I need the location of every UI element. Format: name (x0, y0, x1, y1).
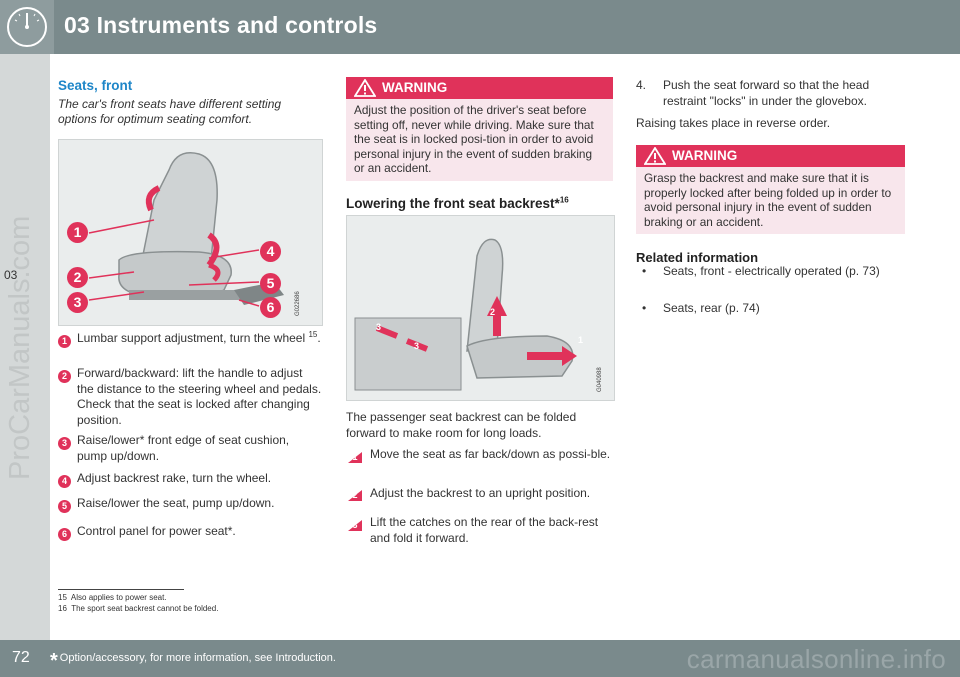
related-info-heading: Related information (636, 250, 759, 265)
step-item: Adjust the backrest to an upright positi… (370, 486, 591, 500)
warning-header-2: WARNING (636, 145, 905, 167)
section-heading-seats-front: Seats, front (58, 78, 133, 93)
footer-note: *Option/accessory, for more information,… (50, 650, 336, 672)
figure-callout-4: 4 (260, 241, 281, 262)
side-watermark: ProCarManuals.com (4, 215, 36, 480)
figure-code: G022686 (295, 291, 301, 316)
figure-callout-3: 3 (67, 292, 88, 313)
item-marker-6: 6 (58, 528, 71, 541)
footer-watermark: carmanualsonline.info (686, 644, 946, 674)
item-marker-1: 1 (58, 335, 71, 348)
item-marker-4: 4 (58, 475, 71, 488)
related-link-seats-front-electric[interactable]: Seats, front - electrically operated (p.… (663, 264, 880, 278)
lead-text: The car's front seats have different set… (58, 97, 282, 126)
figure-callout-1: 1 (577, 335, 583, 345)
list-item: Adjust backrest rake, turn the wheel. (77, 471, 272, 485)
gauge-icon-box (0, 0, 54, 54)
figure-callout-6: 6 (260, 297, 281, 318)
warning-triangle-icon (354, 79, 376, 97)
front-seat-figure: 1 2 3 4 5 6 G022686 (58, 139, 323, 326)
figure-code: G040988 (597, 367, 603, 392)
raising-paragraph: Raising takes place in reverse order. (636, 116, 831, 130)
warning-header-1: WARNING (346, 77, 613, 99)
list-item: Forward/backward: lift the handle to adj… (77, 366, 322, 427)
figure-callout-3b: 3 (413, 341, 419, 351)
item-marker-3: 3 (58, 437, 71, 450)
item-marker-5: 5 (58, 500, 71, 513)
item-marker-2: 2 (58, 370, 71, 383)
backrest-fold-figure: 2 1 3 3 G040988 (346, 215, 615, 401)
related-link-seats-rear[interactable]: Seats, rear (p. 74) (663, 301, 760, 315)
chapter-number: 03 (4, 268, 18, 282)
warning-label: WARNING (672, 148, 738, 163)
page-footer: 72 *Option/accessory, for more informati… (0, 640, 960, 677)
step-marker-1: 1 (348, 452, 362, 463)
gauge-icon (7, 7, 47, 47)
step-4-text: Push the seat forward so that the head r… (663, 78, 870, 108)
page-number: 72 (12, 649, 30, 666)
figure-callout-2: 2 (489, 307, 495, 317)
figure-callout-1: 1 (67, 222, 88, 243)
footnote-16: 16 The sport seat backrest cannot be fol… (58, 604, 219, 613)
step-item: Lift the catches on the rear of the back… (370, 515, 599, 545)
intro-paragraph: The passenger seat backrest can be folde… (346, 410, 577, 440)
warning-label: WARNING (382, 80, 448, 95)
step-marker-3: 3 (348, 520, 362, 531)
footnote-rule (58, 589, 184, 590)
warning-triangle-icon (644, 147, 666, 165)
list-item: Lumbar support adjustment, turn the whee… (77, 330, 321, 346)
chapter-side-tab: 03 (0, 54, 50, 640)
page-title: 03 Instruments and controls (64, 12, 378, 38)
section-heading-lowering: Lowering the front seat backrest*16 (346, 195, 569, 211)
bullet: • (642, 264, 647, 278)
front-seat-illustration (88, 152, 284, 307)
step-4-number: 4. (636, 78, 647, 92)
footnote-15: 15 Also applies to power seat. (58, 593, 167, 602)
step-marker-2: 2 (348, 490, 362, 501)
list-item: Raise/lower* front edge of seat cushion,… (77, 433, 290, 463)
list-item: Raise/lower the seat, pump up/down. (77, 496, 275, 510)
backrest-fold-illustration (354, 238, 577, 391)
warning-text-1: Adjust the position of the driver's seat… (346, 99, 613, 181)
figure-callout-5: 5 (260, 273, 281, 294)
bullet: • (642, 301, 647, 315)
figure-callout-2: 2 (67, 267, 88, 288)
figure-callout-3a: 3 (375, 322, 381, 332)
warning-text-2: Grasp the backrest and make sure that it… (636, 167, 905, 234)
step-item: Move the seat as far back/down as possi-… (370, 447, 611, 461)
list-item: Control panel for power seat*. (77, 524, 236, 538)
page-header: 03 Instruments and controls (0, 0, 960, 54)
